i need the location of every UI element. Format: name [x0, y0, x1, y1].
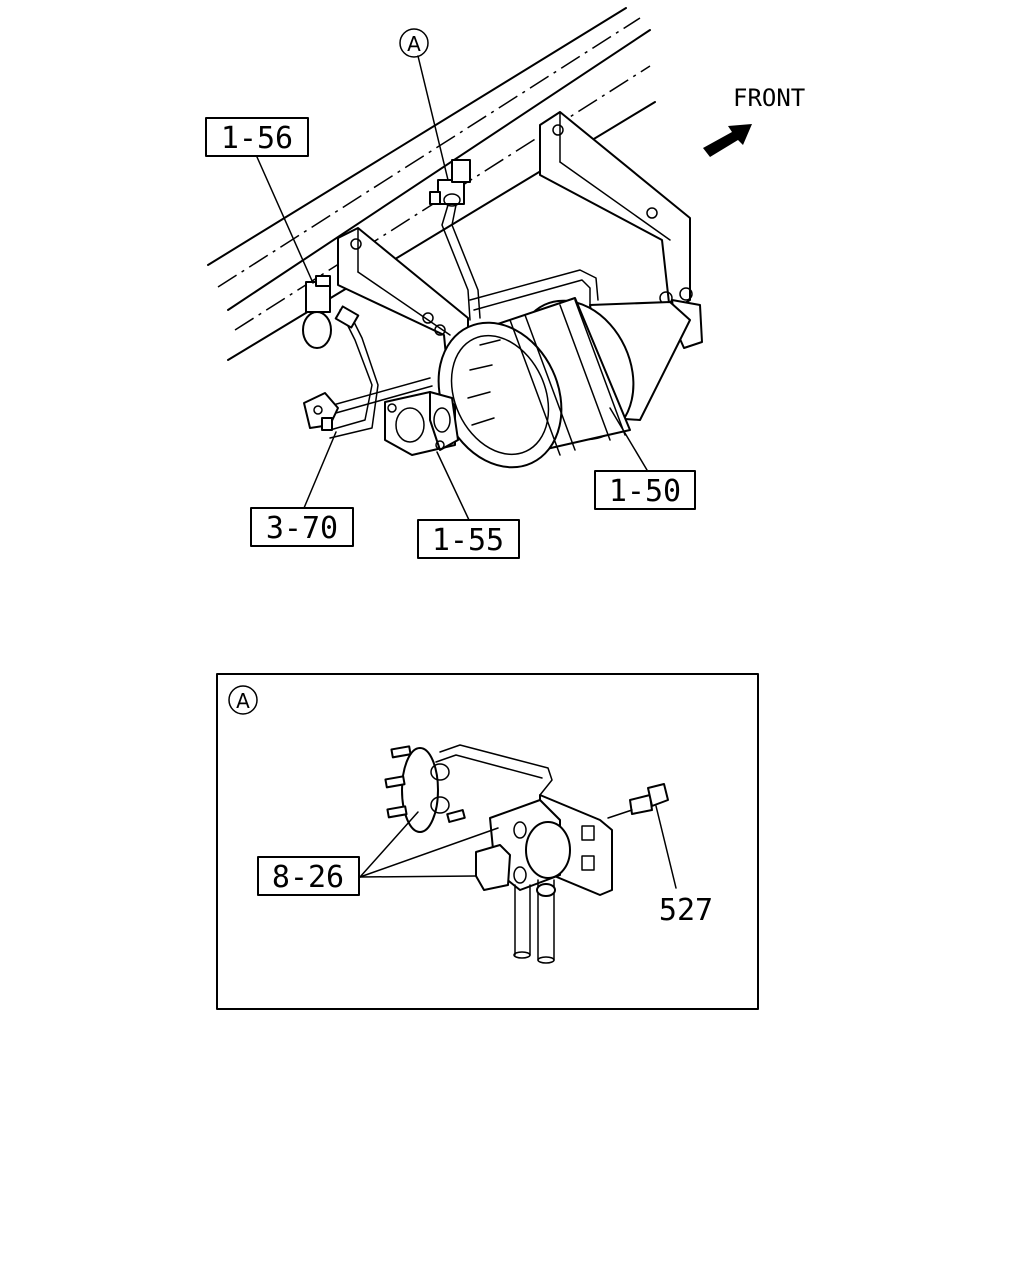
detail-sensor-assembly	[384, 744, 669, 964]
callout-1-56-text: 1-56	[221, 121, 293, 156]
callout-3-70: 3-70	[250, 507, 354, 547]
callout-8-26-text: 8-26	[272, 860, 344, 895]
leader-lines	[256, 55, 648, 521]
detail-panel-marker-label: A	[236, 689, 250, 713]
callout-1-56: 1-56	[205, 117, 309, 157]
callout-1-55: 1-55	[417, 519, 520, 559]
sensor-pipes	[314, 204, 599, 439]
callout-1-50: 1-50	[594, 470, 696, 510]
detail-leader-lines	[359, 805, 677, 889]
pressure-sensor	[429, 159, 471, 207]
detail-marker-label: A	[407, 32, 421, 56]
inlet-flange	[384, 391, 459, 456]
detail-panel-marker-circle	[228, 685, 258, 715]
callout-8-26: 8-26	[257, 856, 360, 896]
front-label: FRONT	[733, 84, 805, 112]
pipe-clamp	[303, 392, 339, 431]
callout-1-55-text: 1-55	[432, 523, 504, 558]
callout-527-text: 527	[659, 893, 713, 928]
detail-marker-circle	[399, 28, 429, 58]
converter-body	[437, 297, 691, 469]
callout-3-70-text: 3-70	[266, 511, 338, 546]
callout-1-50-text: 1-50	[609, 474, 681, 509]
detail-panel-frame	[216, 673, 759, 1010]
temperature-sensor	[302, 275, 360, 349]
front-arrow-icon	[703, 124, 752, 157]
